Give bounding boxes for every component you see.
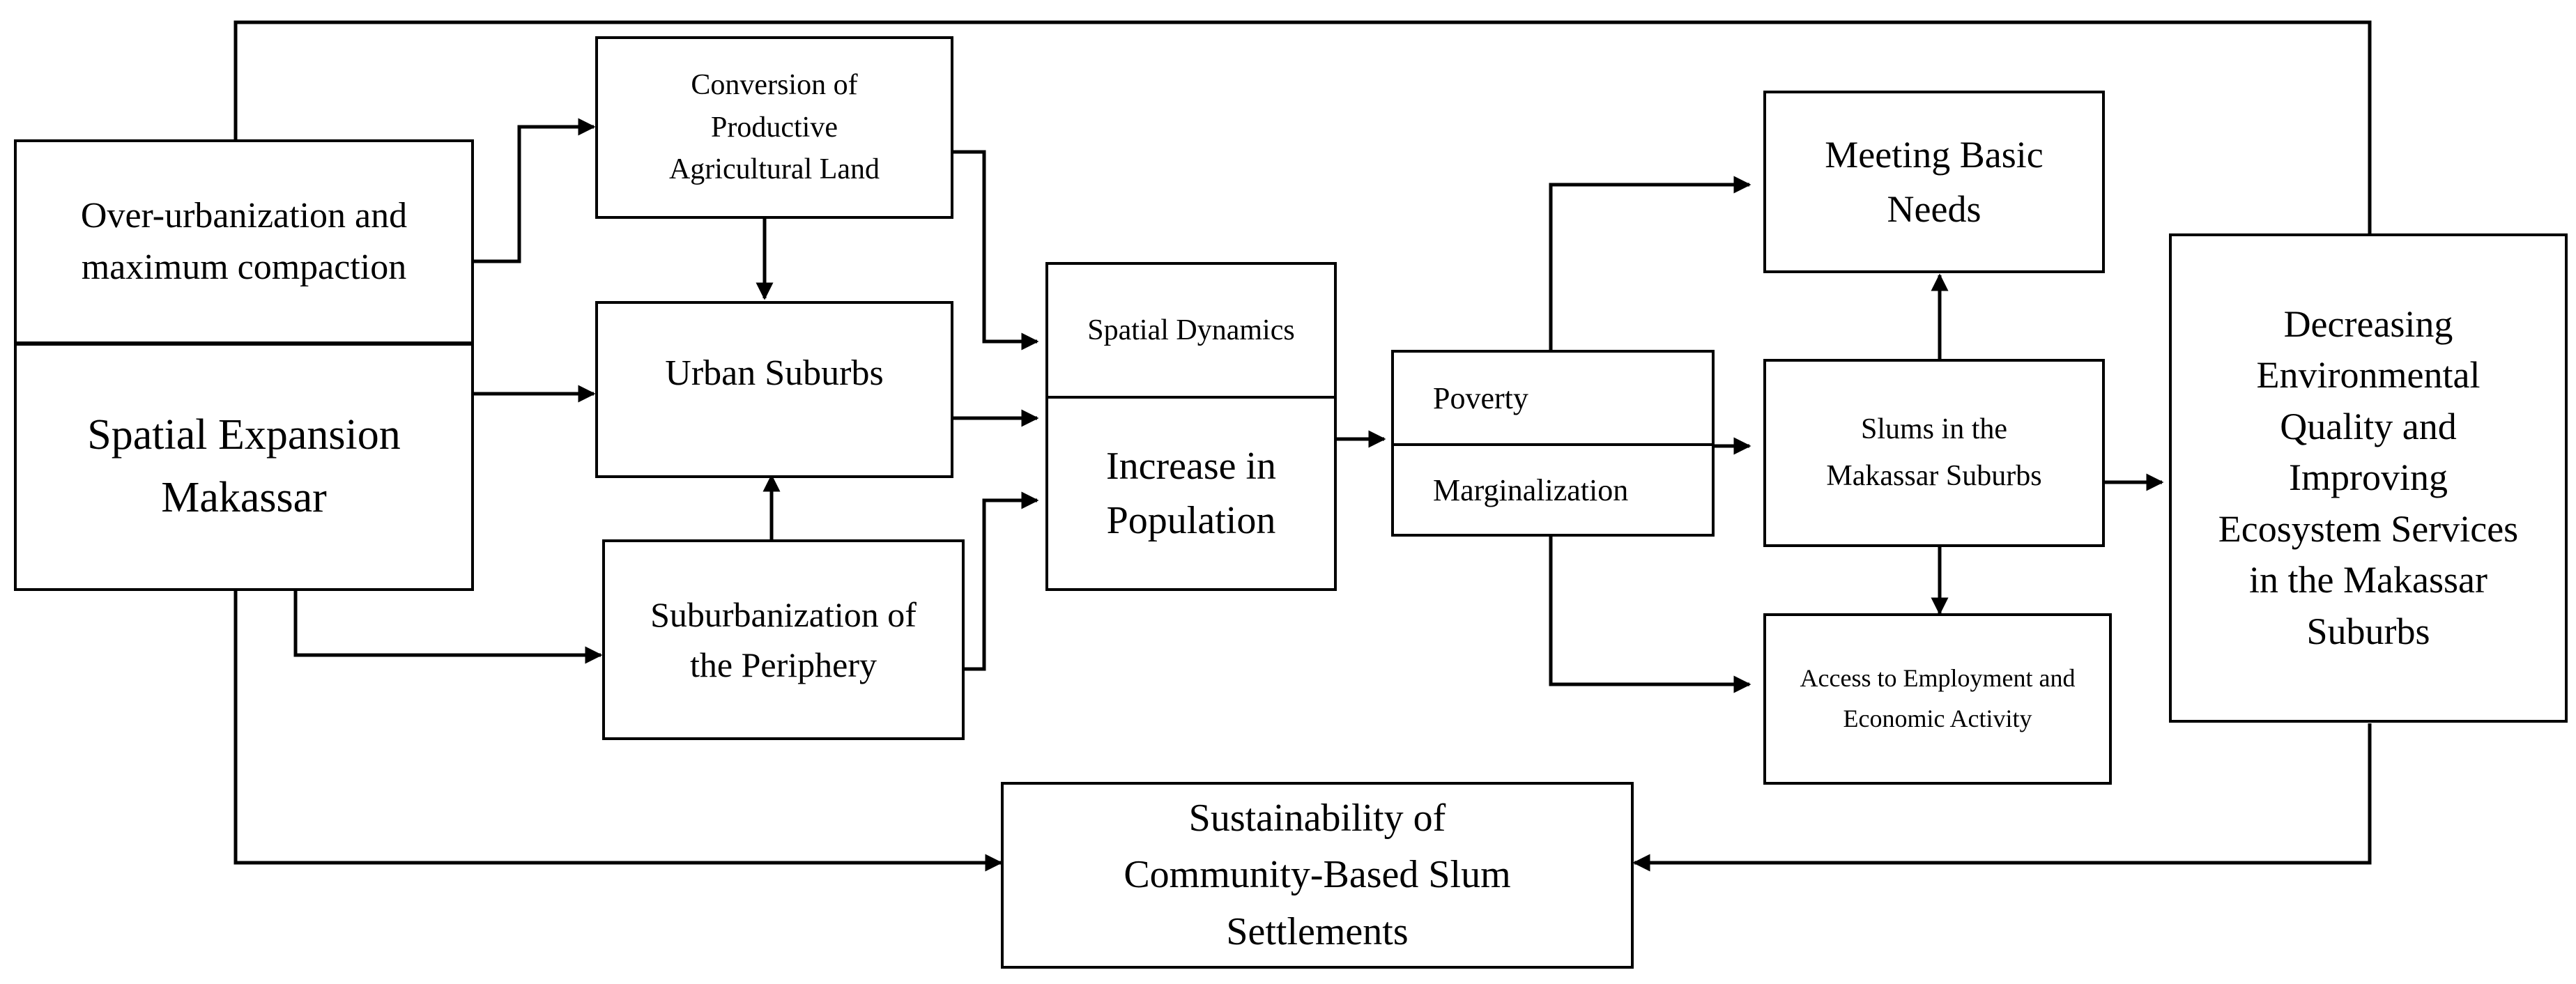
- poverty-label: Poverty: [1433, 380, 1528, 415]
- arrow-decreasing-quality-to-sustainability: [1632, 723, 2372, 872]
- arrow-poverty-to-basic-needs: [1549, 176, 1751, 350]
- arrow-over-urbanization-to-conversion: [473, 118, 596, 263]
- slums-label: Slums in the Makassar Suburbs: [1826, 413, 2042, 492]
- spatial-dynamics-section: Spatial Dynamics: [1048, 265, 1334, 399]
- left-block: Over-urbanization and maximum compaction…: [14, 139, 474, 591]
- increase-population-label: Increase in Population: [1105, 444, 1277, 542]
- suburbanization-box: Suburbanization of the Periphery: [602, 539, 965, 740]
- sustainability-label: Sustainability of Community-Based Slum S…: [1124, 797, 1511, 953]
- arrow-conversion-to-spatial-dynamics: [953, 150, 1039, 351]
- marginalization-label: Marginalization: [1433, 472, 1629, 507]
- access-employment-label: Access to Employment and Economic Activi…: [1800, 664, 2076, 732]
- increase-population-section: Increase in Population: [1048, 399, 1334, 588]
- arrow-expansion-to-suburbanization: [293, 589, 603, 664]
- urban-suburbs-box: Urban Suburbs: [595, 301, 953, 478]
- sustainability-box: Sustainability of Community-Based Slum S…: [1001, 782, 1634, 969]
- decreasing-quality-box: Decreasing Environmental Quality and Imp…: [2169, 233, 2568, 723]
- decreasing-quality-label: Decreasing Environmental Quality and Imp…: [2218, 302, 2519, 652]
- arrow-expansion-to-sustainability: [233, 589, 1003, 872]
- over-urbanization-section: Over-urbanization and maximum compaction: [17, 142, 471, 346]
- meeting-basic-needs-box: Meeting Basic Needs: [1763, 91, 2105, 273]
- slums-box: Slums in the Makassar Suburbs: [1763, 359, 2105, 547]
- spatial-expansion-label: Spatial Expansion Makassar: [87, 411, 401, 521]
- conversion-box: Conversion of Productive Agricultural La…: [595, 36, 953, 219]
- arrow-suburbanization-to-population: [965, 491, 1039, 671]
- suburbanization-label: Suburbanization of the Periphery: [650, 594, 917, 685]
- meeting-basic-needs-label: Meeting Basic Needs: [1825, 133, 2044, 230]
- arrow-expansion-to-decreasing-quality: [233, 20, 2379, 270]
- spatial-expansion-section: Spatial Expansion Makassar: [17, 346, 471, 588]
- access-employment-box: Access to Employment and Economic Activi…: [1763, 613, 2112, 785]
- arrow-marginalization-to-access: [1549, 535, 1751, 693]
- urban-suburbs-label: Urban Suburbs: [665, 353, 884, 393]
- poverty-section: Poverty: [1394, 353, 1712, 446]
- over-urbanization-label: Over-urbanization and maximum compaction: [80, 196, 408, 287]
- dynamics-population-block: Spatial Dynamics Increase in Population: [1045, 262, 1337, 591]
- poverty-marginalization-block: Poverty Marginalization: [1391, 350, 1715, 537]
- spatial-dynamics-label: Spatial Dynamics: [1087, 314, 1295, 346]
- conversion-label: Conversion of Productive Agricultural La…: [668, 68, 880, 186]
- marginalization-section: Marginalization: [1394, 446, 1712, 534]
